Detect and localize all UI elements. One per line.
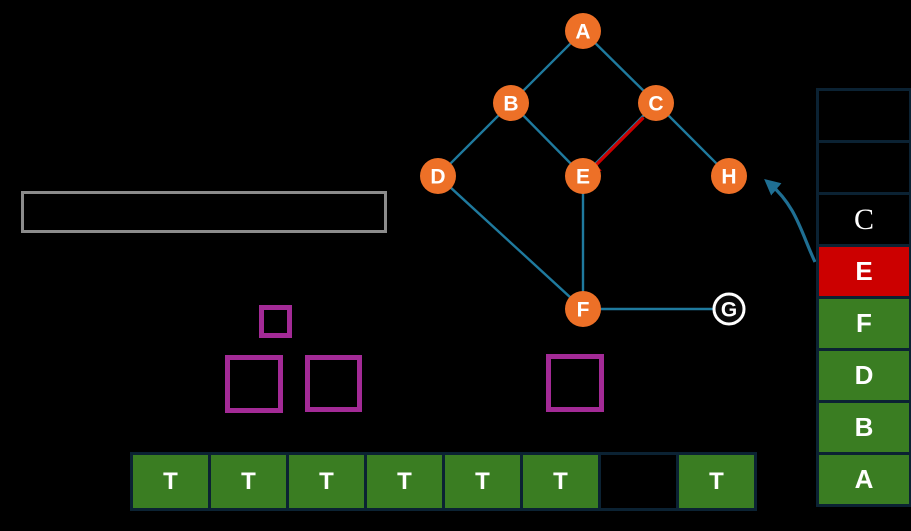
stack-cell-4-e[interactable]: E [819, 247, 909, 296]
graph-node-f[interactable]: F [565, 291, 601, 327]
tape-cell-4[interactable]: T [367, 455, 442, 508]
node-label-c: C [648, 93, 663, 116]
tape-cell-7[interactable] [601, 455, 676, 508]
node-label-a: A [575, 21, 590, 44]
node-label-b: B [503, 93, 518, 116]
node-circle-b [493, 85, 529, 121]
stack-cell-3-c[interactable]: C [819, 195, 909, 244]
tape-cell-3[interactable]: T [289, 455, 364, 508]
tape-cell-2[interactable]: T [211, 455, 286, 508]
right-square [546, 354, 604, 412]
tape-cell-6[interactable]: T [523, 455, 598, 508]
stack-cell-6-d[interactable]: D [819, 351, 909, 400]
graph-node-c[interactable]: C [638, 85, 674, 121]
tape-cell-8[interactable]: T [679, 455, 754, 508]
tape-cell-5[interactable]: T [445, 455, 520, 508]
stack-cell-2-empty[interactable] [819, 143, 909, 192]
graph-edge-d-f [448, 185, 573, 300]
graph-edge-a-c [593, 41, 646, 93]
node-circle-c [638, 85, 674, 121]
graph-edge-b-d [448, 113, 501, 166]
node-label-f: F [577, 299, 590, 322]
stack-cell-7-b[interactable]: B [819, 403, 909, 452]
graph-nodes: A B C D E H F G [420, 13, 747, 327]
graph-node-a[interactable]: A [565, 13, 601, 49]
small-square [259, 305, 292, 338]
node-label-g: G [721, 299, 737, 322]
stack-cell-8-a[interactable]: A [819, 455, 909, 504]
graph-node-g[interactable]: G [712, 292, 746, 326]
node-circle-e [565, 158, 601, 194]
graph-node-d[interactable]: D [420, 158, 456, 194]
graph-edge-c-h [666, 113, 719, 166]
highlight-arrow [584, 116, 645, 177]
node-circle-h [711, 158, 747, 194]
graph-node-h[interactable]: H [711, 158, 747, 194]
node-label-d: D [430, 166, 445, 189]
node-circle-g [712, 292, 746, 326]
node-label-h: H [721, 166, 736, 189]
node-circle-f [565, 291, 601, 327]
stack-cell-1-empty[interactable] [819, 91, 909, 140]
node-circle-d [420, 158, 456, 194]
graph-node-e[interactable]: E [565, 158, 601, 194]
graph-node-b[interactable]: B [493, 85, 529, 121]
stack-cell-5-f[interactable]: F [819, 299, 909, 348]
stack-top-pointer-arrow [764, 179, 817, 263]
node-circle-a [565, 13, 601, 49]
node-label-e: E [576, 166, 590, 189]
highlight-arrow-c-to-e [584, 116, 645, 177]
graph-edge-a-b [521, 41, 573, 93]
stack-pointer-curve [764, 179, 817, 263]
middle-left-square [305, 355, 362, 412]
left-square [225, 355, 283, 413]
empty-gray-bar [21, 191, 387, 233]
tape-cell-1[interactable]: T [133, 455, 208, 508]
graph-edge-b-e [521, 113, 573, 166]
